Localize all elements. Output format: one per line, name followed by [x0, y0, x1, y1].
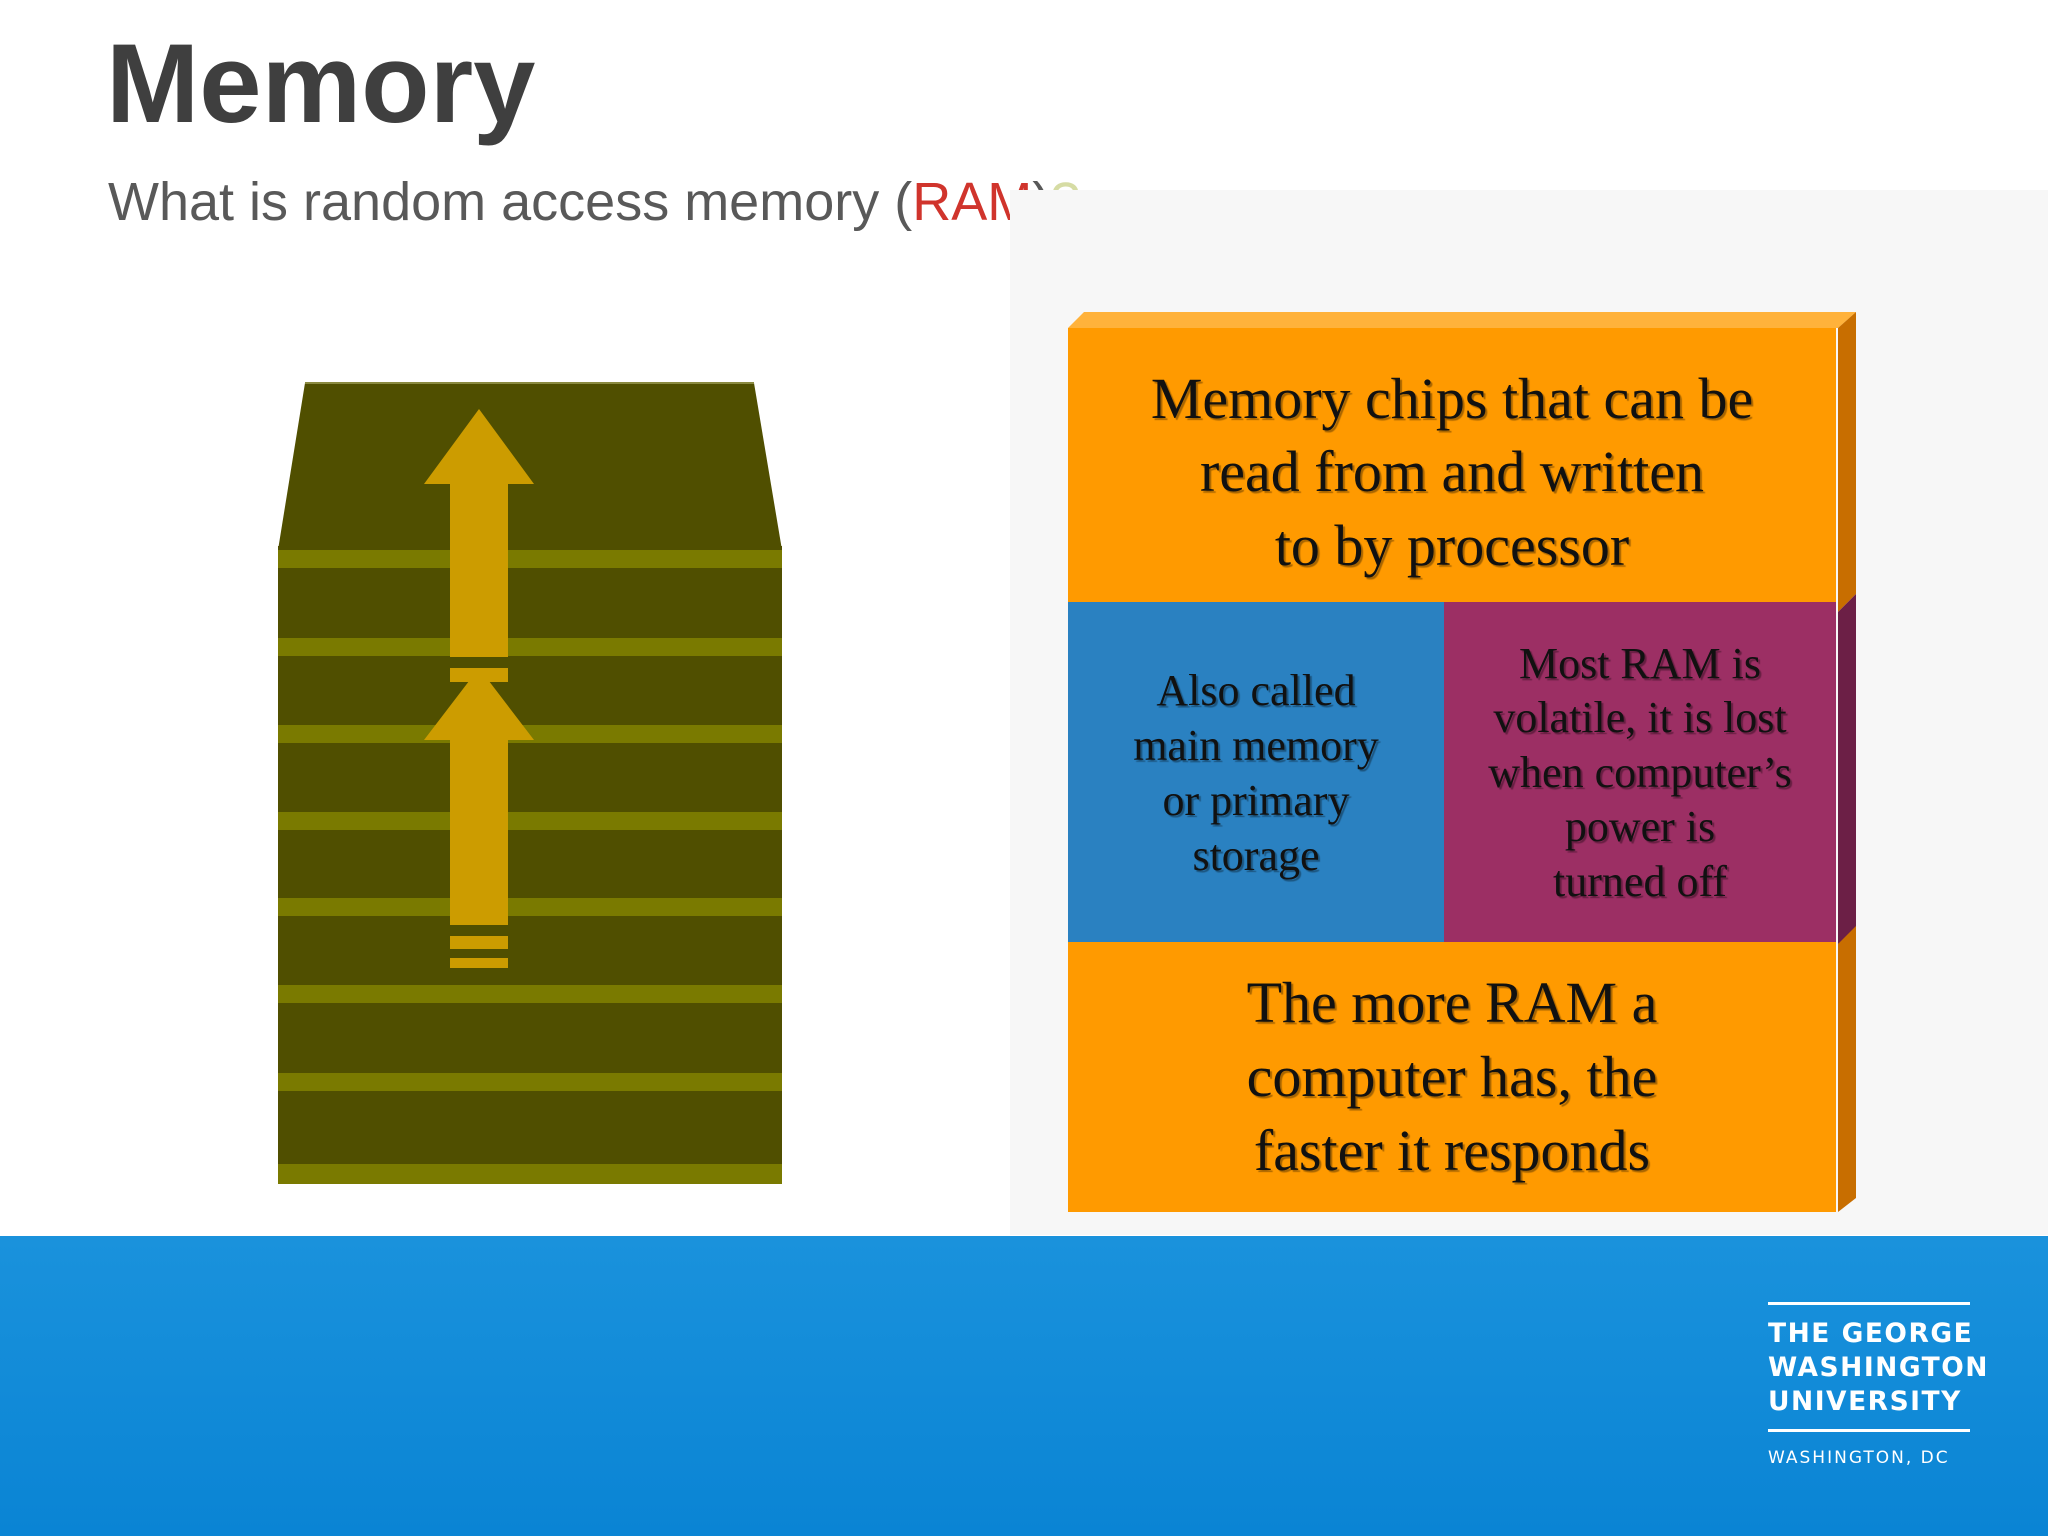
logo-location: WASHINGTON, DC: [1768, 1448, 1950, 1468]
ram-performance-box: The more RAM a computer has, the faster …: [1068, 942, 1836, 1212]
university-logo: THE GEORGE WASHINGTON UNIVERSITY WASHING…: [1768, 1302, 1989, 1468]
ram-alias-text: Also called main memory or primary stora…: [1133, 666, 1379, 880]
memory-layer-1: [278, 1067, 782, 1184]
ram-volatility-text: Most RAM is volatile, it is lost when co…: [1488, 638, 1792, 906]
diagram-bevel: [1068, 312, 1856, 1212]
logo-line-3: UNIVERSITY: [1768, 1386, 1962, 1417]
logo-line-2: WASHINGTON: [1768, 1352, 1989, 1383]
memory-layer-7: [278, 546, 782, 656]
memory-layer-top: [278, 382, 782, 568]
slide-subtitle: What is random access memory (RAM)?: [108, 170, 1080, 235]
memory-stack-icon: [278, 382, 782, 1184]
ram-alias-box: Also called main memory or primary stora…: [1068, 602, 1444, 944]
slide-title: Memory: [106, 21, 536, 146]
ram-definition-box: Memory chips that can be read from and w…: [1068, 328, 1836, 616]
ram-definition-text: Memory chips that can be read from and w…: [1150, 365, 1754, 578]
logo-rule-top: [1768, 1302, 1970, 1305]
logo-rule-bottom: [1768, 1429, 1970, 1432]
footer-band: [0, 1236, 2048, 1536]
ram-performance-text: The more RAM a computer has, the faster …: [1246, 969, 1658, 1184]
logo-line-1: THE GEORGE: [1768, 1318, 1974, 1349]
subtitle-text: What is random access memory (: [108, 172, 913, 232]
ram-volatility-box: Most RAM is volatile, it is lost when co…: [1444, 602, 1836, 944]
upward-arrow-icon: [424, 409, 534, 968]
ram-facts-diagram: Memory chips that can be read from and w…: [1066, 312, 1856, 1212]
